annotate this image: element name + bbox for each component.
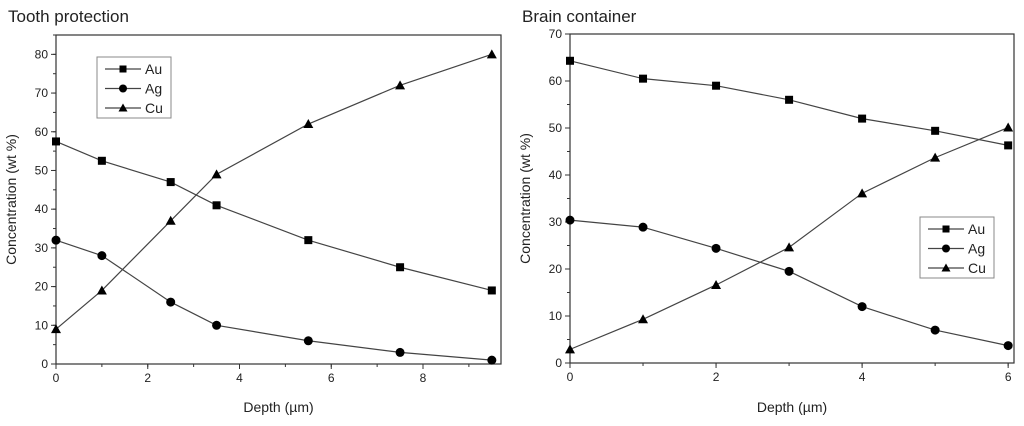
data-point-cu — [784, 242, 795, 252]
y-axis-label: Concentration (wt %) — [3, 134, 19, 265]
y-tick-label: 30 — [549, 215, 563, 229]
y-tick-label: 80 — [35, 47, 49, 61]
data-point-cu — [930, 152, 941, 162]
data-point-cu — [51, 324, 61, 334]
y-tick-label: 40 — [35, 202, 49, 216]
y-tick-label: 10 — [35, 318, 49, 332]
data-point-cu — [211, 169, 222, 179]
x-tick-label: 0 — [567, 370, 574, 384]
data-point-au — [52, 137, 60, 146]
data-point-au — [931, 126, 940, 135]
data-point-au — [566, 56, 574, 65]
legend-label: Ag — [145, 81, 162, 97]
y-tick-label: 0 — [555, 356, 562, 370]
legend-label: Ag — [968, 241, 985, 257]
data-point-cu — [303, 119, 314, 129]
legend-marker-cu — [118, 103, 128, 112]
y-tick-label: 60 — [549, 74, 563, 88]
x-tick-label: 6 — [1005, 370, 1012, 384]
legend-label: Cu — [145, 100, 163, 116]
x-axis-label: Depth (µm) — [243, 399, 313, 415]
legend-label: Au — [145, 61, 162, 77]
chart-title: Brain container — [522, 7, 637, 26]
data-point-au — [97, 156, 106, 165]
data-point-ag — [1003, 341, 1013, 351]
legend-marker-au — [942, 225, 950, 233]
x-tick-label: 6 — [328, 371, 335, 385]
data-point-ag — [303, 336, 313, 346]
data-point-cu — [165, 215, 176, 225]
data-point-au — [712, 81, 721, 90]
x-tick-label: 4 — [236, 371, 243, 385]
data-point-cu — [96, 285, 107, 295]
x-tick-label: 0 — [53, 371, 60, 385]
data-point-cu — [857, 188, 868, 198]
y-tick-label: 50 — [549, 121, 563, 135]
data-point-ag — [166, 297, 176, 307]
data-point-ag — [565, 215, 575, 225]
series-line-ag — [55, 239, 492, 361]
data-point-ag — [97, 251, 107, 261]
data-point-cu — [711, 279, 722, 289]
data-point-au — [639, 74, 648, 83]
data-point-au — [487, 286, 496, 295]
data-point-au — [166, 178, 175, 187]
data-point-ag — [212, 320, 222, 330]
data-point-cu — [486, 49, 497, 59]
x-tick-label: 4 — [859, 370, 866, 384]
data-point-ag — [395, 347, 405, 357]
data-point-ag — [487, 355, 497, 365]
data-point-ag — [638, 222, 648, 232]
plot-frame — [55, 34, 502, 365]
y-tick-label: 20 — [549, 262, 563, 276]
data-point-cu — [638, 314, 649, 324]
y-axis-label: Concentration (wt %) — [517, 133, 533, 264]
data-point-au — [212, 201, 221, 210]
data-point-ag — [784, 266, 794, 276]
data-point-ag — [51, 235, 61, 245]
chart-title: Tooth protection — [8, 7, 129, 26]
x-axis-label: Depth (µm) — [757, 399, 827, 415]
data-point-au — [396, 263, 405, 272]
x-tick-label: 2 — [713, 370, 720, 384]
data-point-cu — [1003, 122, 1014, 132]
y-tick-label: 30 — [35, 241, 49, 255]
y-tick-label: 40 — [549, 168, 563, 182]
legend-marker-ag — [119, 84, 127, 93]
data-point-au — [1004, 141, 1013, 150]
data-point-ag — [711, 243, 721, 253]
y-tick-label: 60 — [35, 125, 49, 139]
legend-marker-au — [119, 65, 127, 73]
legend-label: Au — [968, 221, 985, 237]
legend-label: Cu — [968, 260, 986, 276]
data-point-cu — [395, 80, 406, 90]
legend-marker-cu — [941, 263, 951, 272]
y-tick-label: 70 — [549, 27, 563, 41]
x-tick-label: 8 — [420, 371, 427, 385]
x-tick-label: 2 — [144, 371, 151, 385]
y-tick-label: 0 — [41, 357, 48, 371]
y-tick-label: 10 — [549, 309, 563, 323]
y-tick-label: 50 — [35, 163, 49, 177]
legend-marker-ag — [942, 244, 950, 253]
data-point-au — [858, 114, 867, 123]
data-point-ag — [930, 325, 940, 335]
data-point-ag — [857, 302, 867, 312]
y-tick-label: 20 — [35, 280, 49, 294]
plot-frame — [569, 33, 1015, 364]
y-tick-label: 70 — [35, 86, 49, 100]
data-point-cu — [565, 344, 575, 354]
data-point-au — [304, 236, 313, 245]
data-point-au — [785, 95, 794, 104]
